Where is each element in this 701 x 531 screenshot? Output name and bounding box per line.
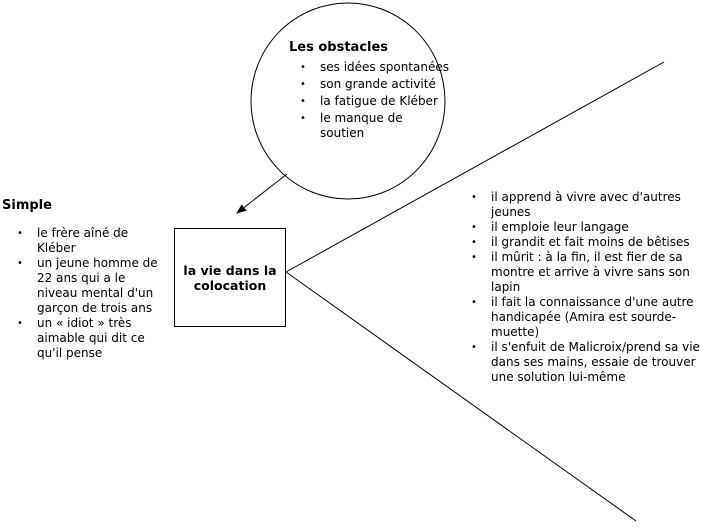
obstacles-title: Les obstacles [289,40,389,55]
simple-title: Simple [2,198,52,213]
simple-list: le frère aîné de Kléber un jeune homme d… [17,226,165,361]
list-item: il s'enfuit de Malicroix/prend sa vie da… [471,340,701,385]
list-item: son grande activité [300,77,450,92]
list-item: la fatigue de Kléber [300,94,450,109]
changes-list: il apprend à vivre avec d'autres jeunes … [471,190,701,385]
list-item: il grandit et fait moins de bêtises [471,235,701,250]
list-item: il emploie leur langage [471,220,701,235]
list-item: il mûrit : à la fin, il est fier de sa m… [471,250,701,295]
center-node: la vie dans la colocation [174,228,286,327]
list-item: le manque de soutien [300,111,450,141]
upper-ray-line [285,61,665,273]
list-item: un « idiot » très aimable qui dit ce qu'… [17,316,165,361]
list-item: le frère aîné de Kléber [17,226,165,256]
obstacles-list: ses idées spontanées son grande activité… [300,60,450,141]
list-item: il apprend à vivre avec d'autres jeunes [471,190,701,220]
list-item: ses idées spontanées [300,60,450,75]
center-label: la vie dans la colocation [183,262,277,293]
lower-ray-line [285,271,637,522]
list-item: un jeune homme de 22 ans qui a le niveau… [17,256,165,316]
list-item: il fait la connaissance d'une autre hand… [471,295,701,340]
obstacles-arrow [236,173,288,214]
